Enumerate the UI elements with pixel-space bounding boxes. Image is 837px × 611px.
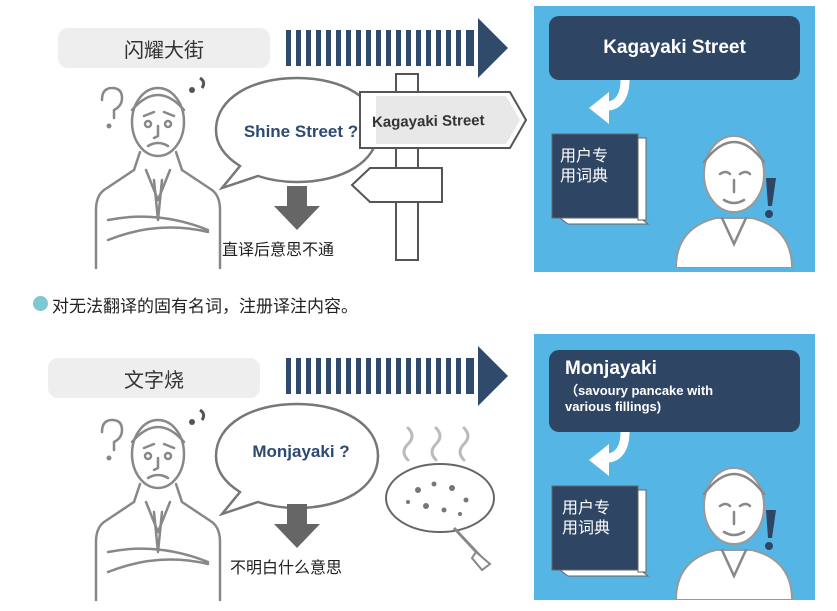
- monjayaki-pan-illustration: [385, 426, 495, 572]
- book-label-bottom: 用户专 用词典: [562, 498, 611, 537]
- down-arrow-top: [274, 186, 320, 230]
- book-label-top: 用户专 用词典: [560, 146, 609, 185]
- bubble-text-bottom: Monjayaki ?: [252, 442, 350, 461]
- curved-arrow-bottom: [589, 431, 630, 476]
- happy-man-illustration-bottom: [674, 467, 794, 600]
- happy-man-illustration-top: [674, 135, 794, 268]
- striped-arrow-bottom: [286, 346, 508, 406]
- result-title: Monjayaki: [565, 358, 657, 379]
- result-title: Kagayaki Street: [603, 37, 746, 58]
- striped-arrow-top: [286, 18, 508, 78]
- note-text: 对无法翻译的固有名词，注册译注内容。: [52, 297, 358, 317]
- term-pill-bottom: 文字烧: [48, 358, 260, 398]
- result-subtitle-line1: （savoury pancake with: [565, 383, 714, 398]
- term-pill-top: 闪耀大街: [58, 28, 270, 68]
- caption-bottom: 不明白什么意思: [230, 558, 343, 577]
- result-title-box-top: Kagayaki Street: [549, 16, 800, 80]
- bullet-dot: [33, 296, 48, 311]
- term-text: 闪耀大街: [124, 37, 204, 62]
- bubble-text-top: Shine Street ?: [243, 122, 359, 141]
- signpost-illustration: [350, 73, 528, 261]
- sign-text: Kagayaki Street: [371, 112, 485, 131]
- confused-man-illustration-bottom: [94, 408, 222, 602]
- result-title-box-bottom: Monjayaki （savoury pancake with various …: [549, 350, 800, 432]
- down-arrow-bottom: [274, 504, 320, 548]
- dictionary-book-top: [551, 133, 650, 225]
- curved-arrow-top: [589, 79, 630, 124]
- dictionary-book-bottom: [551, 485, 650, 577]
- confused-man-illustration-top: [94, 76, 222, 270]
- result-subtitle-line2: various fillings): [565, 399, 662, 414]
- speech-bubble-bottom: [214, 402, 380, 516]
- term-text: 文字烧: [124, 367, 184, 392]
- caption-top: 直译后意思不通: [222, 240, 335, 259]
